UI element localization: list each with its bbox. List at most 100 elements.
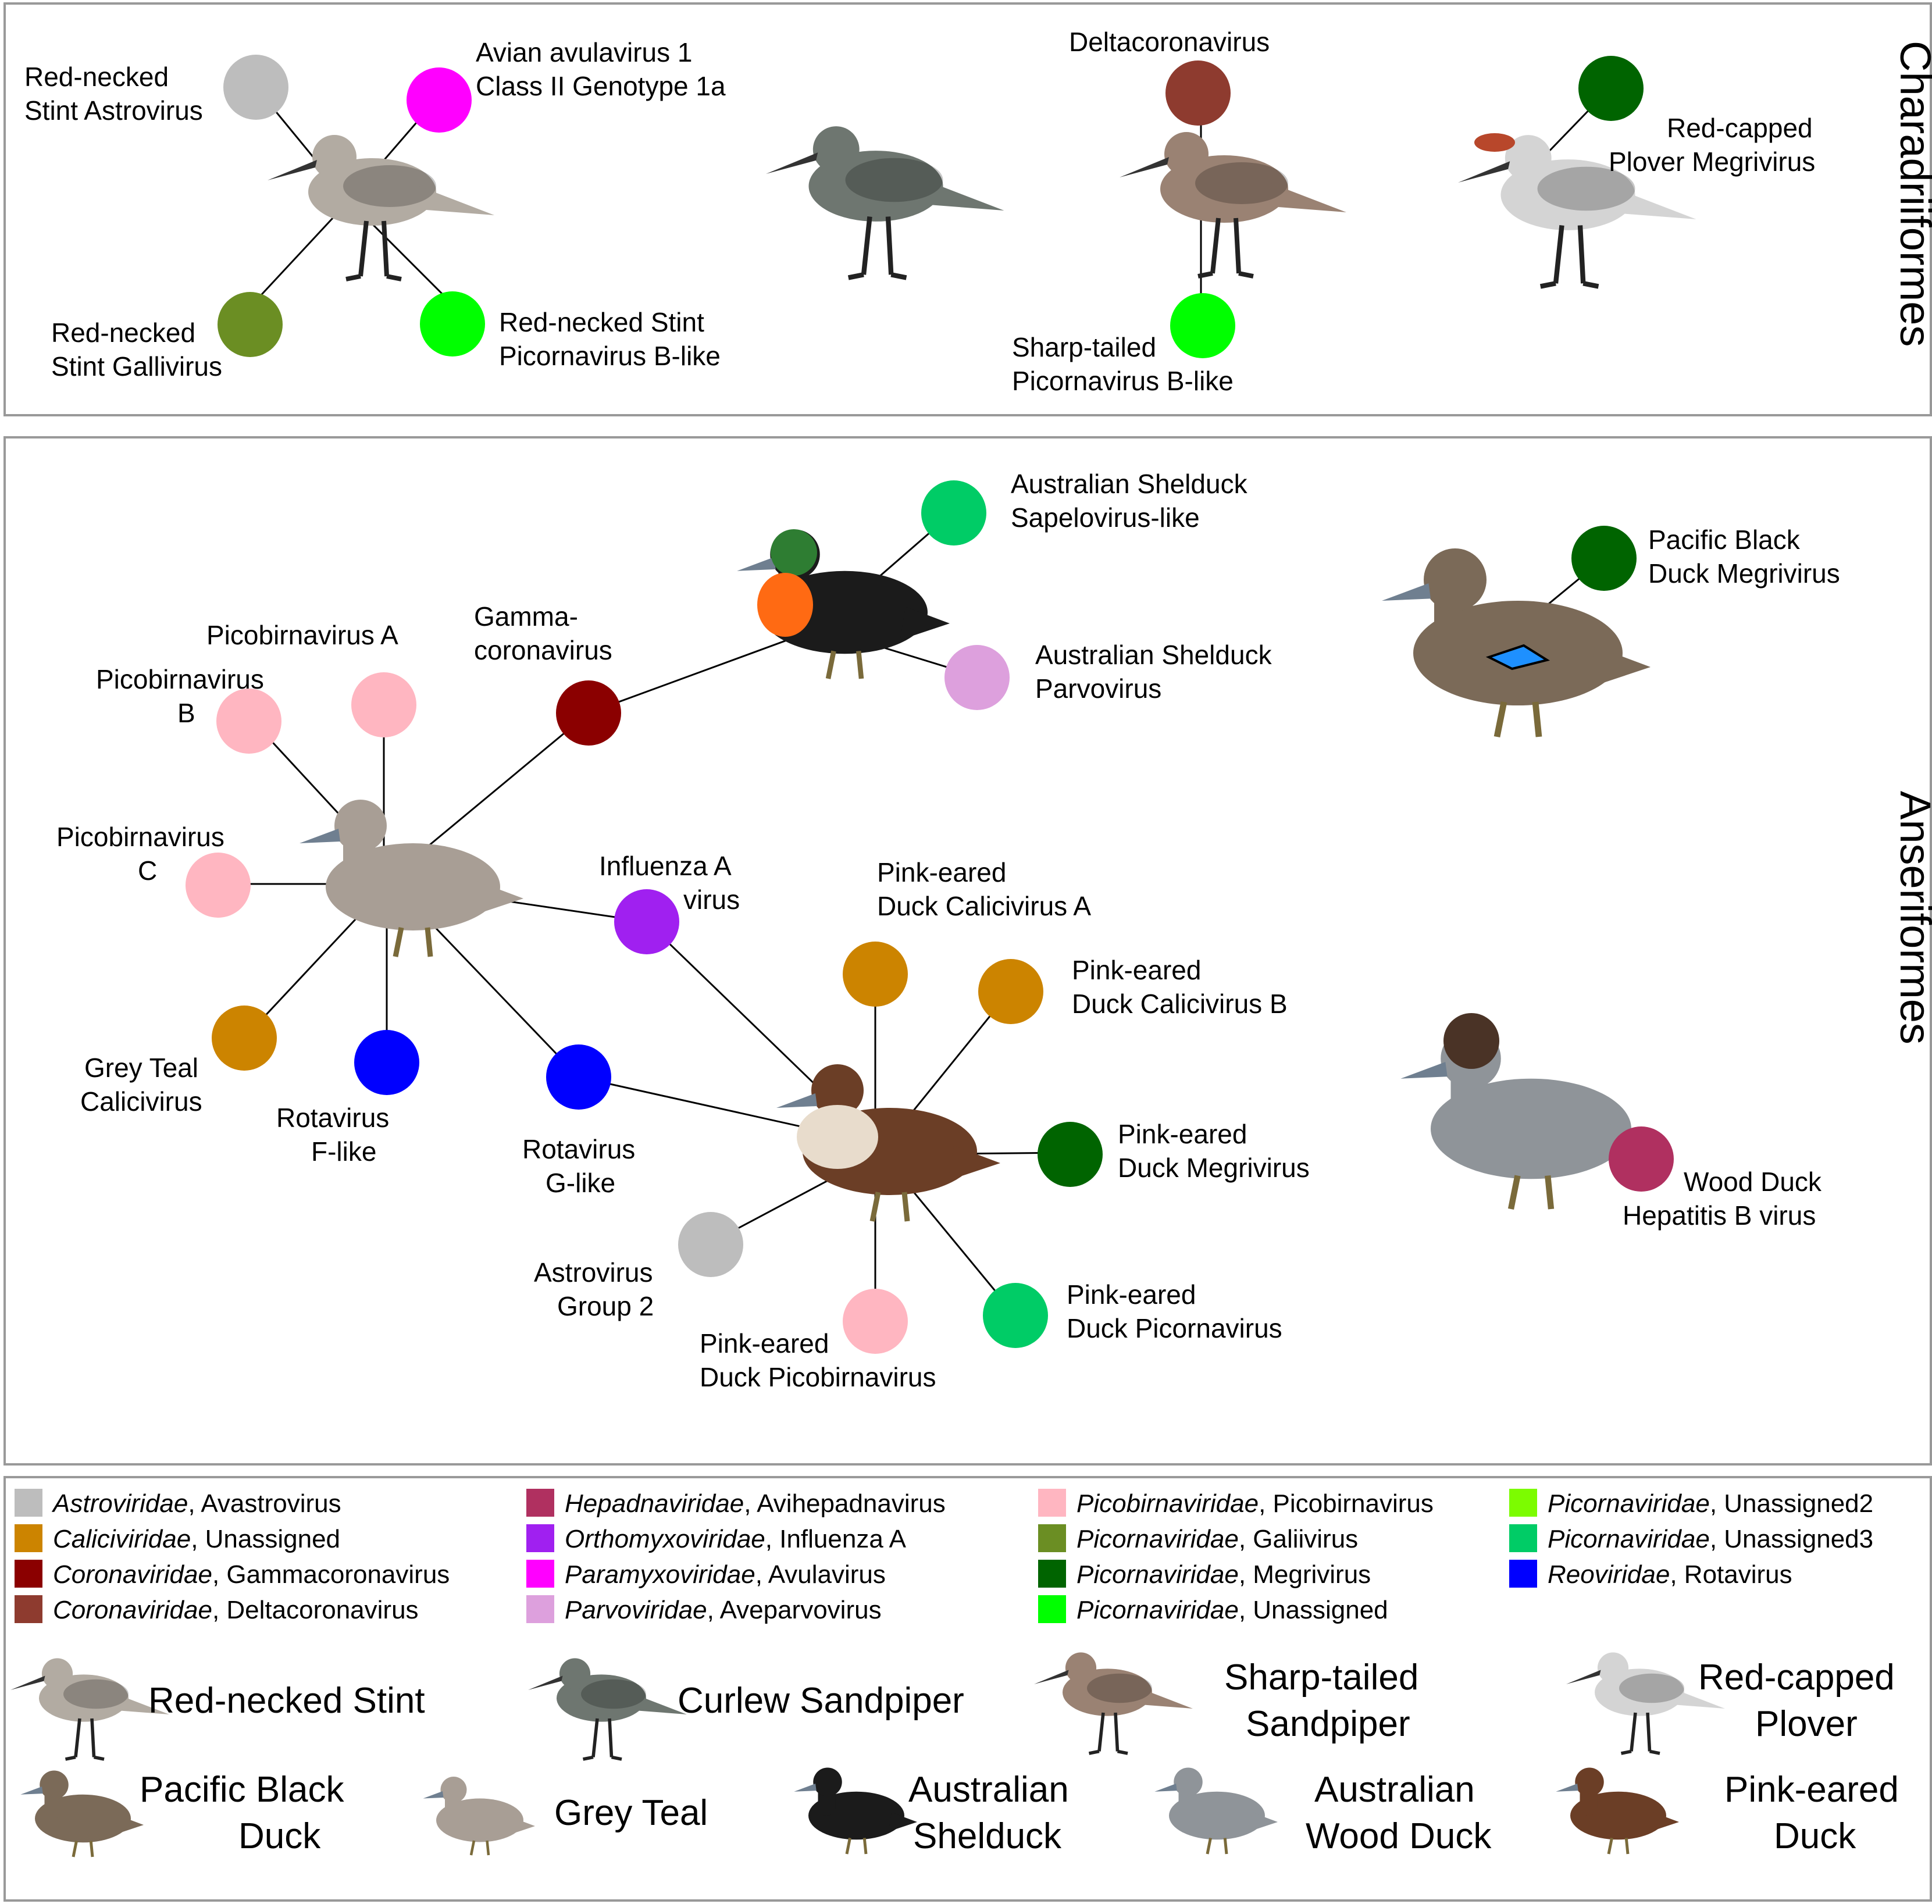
legend-virus-label: Hepadnaviridae, Avihepadnavirus (565, 1489, 946, 1518)
legend-swatch (1038, 1560, 1066, 1588)
red-necked-stint-icon (268, 135, 494, 279)
label-influenza-a: Influenza A virus (599, 851, 740, 915)
legend-virus-label: Picornaviridae, Megrivirus (1076, 1560, 1371, 1589)
legend-grey-teal-icon (423, 1777, 536, 1855)
label-sharp-tailed-picornavirus: Sharp-tailed Picornavirus B-like (1012, 332, 1234, 396)
virus-node-pink-eared-picobirnavirus (843, 1289, 908, 1354)
label-rotavirus-g: Rotavirus G-like (522, 1134, 643, 1198)
virus-node-pink-eared-megrivirus (1038, 1122, 1103, 1187)
virus-node-picobirnavirus-c (186, 853, 251, 918)
virus-node-gammacoronavirus (556, 680, 621, 746)
label-wood-duck-hepatitis: Wood Duck Hepatitis B virus (1623, 1167, 1829, 1231)
legend-red-necked-stint-icon (10, 1658, 169, 1759)
label-shelduck-parvovirus: Australian Shelduck Parvovirus (1035, 640, 1279, 704)
label-pink-eared-calicivirus-b: Pink-eared Duck Calicivirus B (1072, 955, 1288, 1019)
legend-swatch (15, 1560, 42, 1588)
label-pink-eared-picobirnavirus: Pink-eared Duck Picobirnavirus (700, 1328, 936, 1392)
label-grey-teal-calicivirus: Grey Teal Calicivirus (80, 1053, 206, 1117)
label-red-capped-plover-megrivirus: Red-capped Plover Megrivirus (1609, 113, 1820, 177)
legend-virus-label: Coronaviridae, Deltacoronavirus (53, 1596, 419, 1624)
legend-virus-label: Paramyxoviridae, Avulavirus (565, 1560, 886, 1589)
virus-node-picornavirus (420, 291, 485, 356)
shelduck-head-marking (771, 529, 817, 576)
virus-node-pink-eared-picornavirus (983, 1283, 1048, 1348)
shelduck-chest-marking (757, 573, 813, 637)
legend-virus-label: Picobirnaviridae, Picobirnavirus (1076, 1489, 1434, 1518)
legend-virus-label: Orthomyxoviridae, Influenza A (565, 1525, 907, 1553)
virus-node-astrovirus (223, 55, 288, 120)
label-pink-eared-picornavirus: Pink-eared Duck Picornavirus (1067, 1279, 1282, 1343)
legend-red-necked-stint: Red-necked Stint (148, 1681, 425, 1721)
label-pink-eared-megrivirus: Pink-eared Duck Megrivirus (1118, 1119, 1310, 1183)
virus-node-megrivirus (1578, 56, 1644, 121)
legend-pacific-black-duck: Pacific Black Duck (140, 1770, 354, 1856)
virus-node-gallivirus (218, 292, 283, 357)
legend-pink-eared-duck-icon (1556, 1768, 1679, 1855)
legend-virus-label: Picornaviridae, Unassigned (1076, 1596, 1388, 1624)
label-picobirnavirus-b: Picobirnavirus B (96, 664, 272, 728)
legend-swatch (526, 1524, 554, 1552)
virus-node-influenza-a (614, 889, 679, 954)
edge (415, 906, 580, 1078)
label-picobirnavirus-a: Picobirnavirus A (206, 620, 398, 650)
anseriformes-label: Anseriformes (1891, 791, 1932, 1044)
virus-node-picornavirus (1170, 293, 1235, 358)
curlew-sandpiper-icon (766, 126, 1004, 277)
legend-swatch (1509, 1524, 1537, 1552)
legend-panel (3, 1476, 1932, 1902)
legend-swatch (526, 1560, 554, 1588)
virus-node-hepatitis-b (1609, 1126, 1674, 1192)
legend-virus-label: Picornaviridae, Galiivirus (1076, 1525, 1358, 1553)
label-deltacoronavirus: Deltacoronavirus (1069, 27, 1270, 57)
legend-pink-eared-duck: Pink-eared Duck (1724, 1770, 1909, 1856)
legend-virus-label: Picornaviridae, Unassigned3 (1548, 1525, 1873, 1553)
legend-grey-teal: Grey Teal (554, 1793, 708, 1833)
legend-virus-label: Picornaviridae, Unassigned2 (1548, 1489, 1873, 1518)
label-gammacoronavirus: Gamma- coronavirus (474, 601, 612, 665)
edge (407, 712, 589, 865)
anseriformes-panel (3, 436, 1932, 1466)
label-red-necked-stint-picornavirus: Red-necked Stint Picornavirus B-like (499, 307, 721, 371)
virus-node-picobirnavirus-a (351, 672, 416, 737)
legend-pacific-black-duck-icon (20, 1771, 144, 1857)
legend-swatch (1509, 1489, 1537, 1517)
label-avian-avulavirus: Avian avulavirus 1 Class II Genotype 1a (476, 37, 726, 101)
virus-node-rotavirus-g (546, 1044, 611, 1110)
virus-node-parvovirus (944, 645, 1010, 710)
virus-node-grey-teal-calicivirus (212, 1006, 277, 1071)
legend-swatch (1038, 1595, 1066, 1623)
charadriiformes-panel (3, 2, 1932, 416)
legend-australian-wood-duck-icon (1154, 1768, 1278, 1855)
charadriiformes-label: Charadriiformes (1891, 41, 1932, 347)
label-red-necked-stint-astrovirus: Red-necked Stint Astrovirus (24, 62, 203, 126)
legend-swatch (1038, 1489, 1066, 1517)
legend-swatch (15, 1595, 42, 1623)
virus-node-avulavirus (407, 67, 472, 133)
virus-node-calicivirus-a (843, 942, 908, 1007)
legend-curlew-sandpiper: Curlew Sandpiper (678, 1681, 964, 1721)
pink-eared-duck-barred-marking (797, 1105, 878, 1169)
virus-node-rotavirus-f (354, 1030, 419, 1095)
legend-swatch (526, 1595, 554, 1623)
label-red-necked-stint-gallivirus: Red-necked Stint Gallivirus (51, 318, 222, 381)
virus-node-pacific-black-duck-megrivirus (1571, 526, 1637, 591)
legend-sharp-tailed-sandpiper: Sharp-tailed Sandpiper (1224, 1657, 1429, 1744)
legend-virus-label: Caliciviridae, Unassigned (53, 1525, 340, 1553)
virus-node-deltacoronavirus (1165, 60, 1231, 126)
legend-australian-shelduck-icon (794, 1768, 917, 1855)
virus-node-calicivirus-b (978, 959, 1043, 1024)
legend-australian-wood-duck: Australian Wood Duck (1306, 1770, 1492, 1856)
virus-node-astrovirus-group2 (678, 1212, 743, 1277)
legend-sharp-tailed-sandpiper-icon (1034, 1652, 1193, 1753)
legend-curlew-sandpiper-icon (528, 1658, 687, 1759)
legend-red-capped-plover: Red-capped Plover (1698, 1657, 1905, 1744)
legend-swatch (1038, 1524, 1066, 1552)
virus-legend: Astroviridae, AvastrovirusCaliciviridae,… (15, 1489, 1873, 1624)
red-cap-marking (1474, 133, 1515, 152)
legend-swatch (15, 1524, 42, 1552)
legend-virus-label: Parvoviridae, Aveparvovirus (565, 1596, 882, 1624)
speculum-marking (1485, 644, 1550, 671)
legend-swatch (1509, 1560, 1537, 1588)
label-picobirnavirus-c: Picobirnavirus C (56, 822, 232, 886)
